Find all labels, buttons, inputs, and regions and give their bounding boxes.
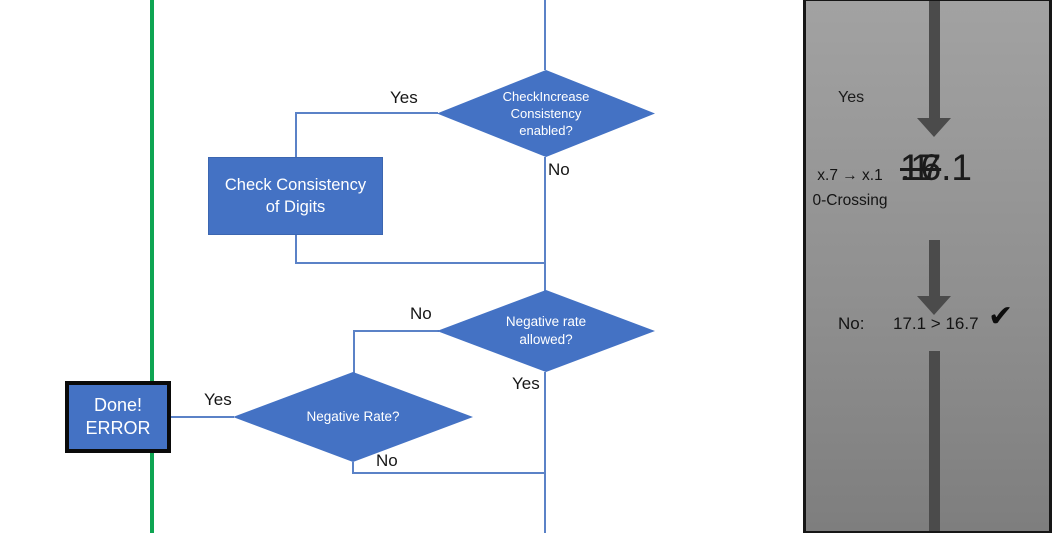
connector-no2-horizontal: [353, 330, 439, 332]
new-value: 17.1: [900, 147, 973, 188]
done-error-box: Done! ERROR: [65, 381, 171, 453]
branch-label-no: No: [410, 304, 432, 323]
green-divider-line: [150, 0, 154, 533]
decision-negative-rate: Negative Rate?: [233, 372, 473, 462]
branch-label-no: No: [548, 160, 570, 179]
connector-yes1-vertical: [295, 112, 297, 158]
connector-bottom-vertical: [544, 372, 546, 533]
panel-no-label: No:: [838, 314, 865, 333]
done-text-line: Done!: [93, 395, 143, 415]
checkmark-icon: ✔: [988, 300, 1014, 333]
down-arrow-icon: [917, 118, 951, 137]
process-text-line: Check Consistency: [224, 176, 367, 194]
connector-process-right: [295, 262, 546, 264]
connector-no3-horizontal: [352, 472, 546, 474]
connector-no3-vertical: [352, 462, 354, 473]
old-value-struck: 16: [900, 147, 942, 188]
decision-text-line: Negative rate: [505, 314, 587, 329]
connector-yes1-horizontal: [295, 112, 438, 114]
connector-process-down: [295, 235, 297, 263]
process-check-consistency-of-digits: Check Consistency of Digits: [208, 157, 383, 235]
connector-no2-vertical: [353, 330, 355, 373]
decision-negative-rate-allowed: Negative rate allowed?: [437, 290, 655, 372]
decision-text-line: Negative Rate?: [306, 409, 400, 424]
down-arrow-icon: [917, 296, 951, 315]
connector-middle-vertical: [544, 157, 546, 291]
down-arrow-shaft: [929, 351, 940, 531]
decision-text-line: enabled?: [519, 123, 573, 138]
decision-check-increase-consistency: CheckIncrease Consistency enabled?: [437, 70, 655, 157]
rule-annotation: x.7 → x.1 0-Crossing: [806, 163, 894, 213]
done-text-line: ERROR: [85, 418, 151, 438]
decision-text-line: allowed?: [519, 332, 573, 347]
branch-label-yes: Yes: [204, 390, 232, 409]
rule-line-2: 0-Crossing: [812, 192, 888, 209]
branch-label-yes: Yes: [390, 88, 418, 107]
connector-yes3-horizontal: [171, 416, 234, 418]
decision-text-line: CheckIncrease: [502, 89, 590, 104]
old-value-tail: .1: [900, 147, 931, 188]
branch-label-no: No: [376, 451, 398, 470]
decision-text-line: Consistency: [510, 106, 582, 121]
value-comparison-numbers: 16.1 17.1: [900, 147, 973, 188]
panel-yes-label: Yes: [838, 89, 865, 106]
down-arrow-shaft: [929, 1, 940, 118]
panel-comparison: 17.1 > 16.7: [893, 314, 979, 333]
branch-label-yes: Yes: [512, 374, 540, 393]
connector-top-vertical: [544, 0, 546, 70]
process-text-line: of Digits: [265, 198, 326, 216]
rule-line-1: x.7 → x.1: [817, 167, 883, 184]
side-annotation-panel: Yes x.7 → x.1 0-Crossing 16.1 17.1 No: 1…: [803, 0, 1052, 533]
down-arrow-shaft: [929, 240, 940, 297]
